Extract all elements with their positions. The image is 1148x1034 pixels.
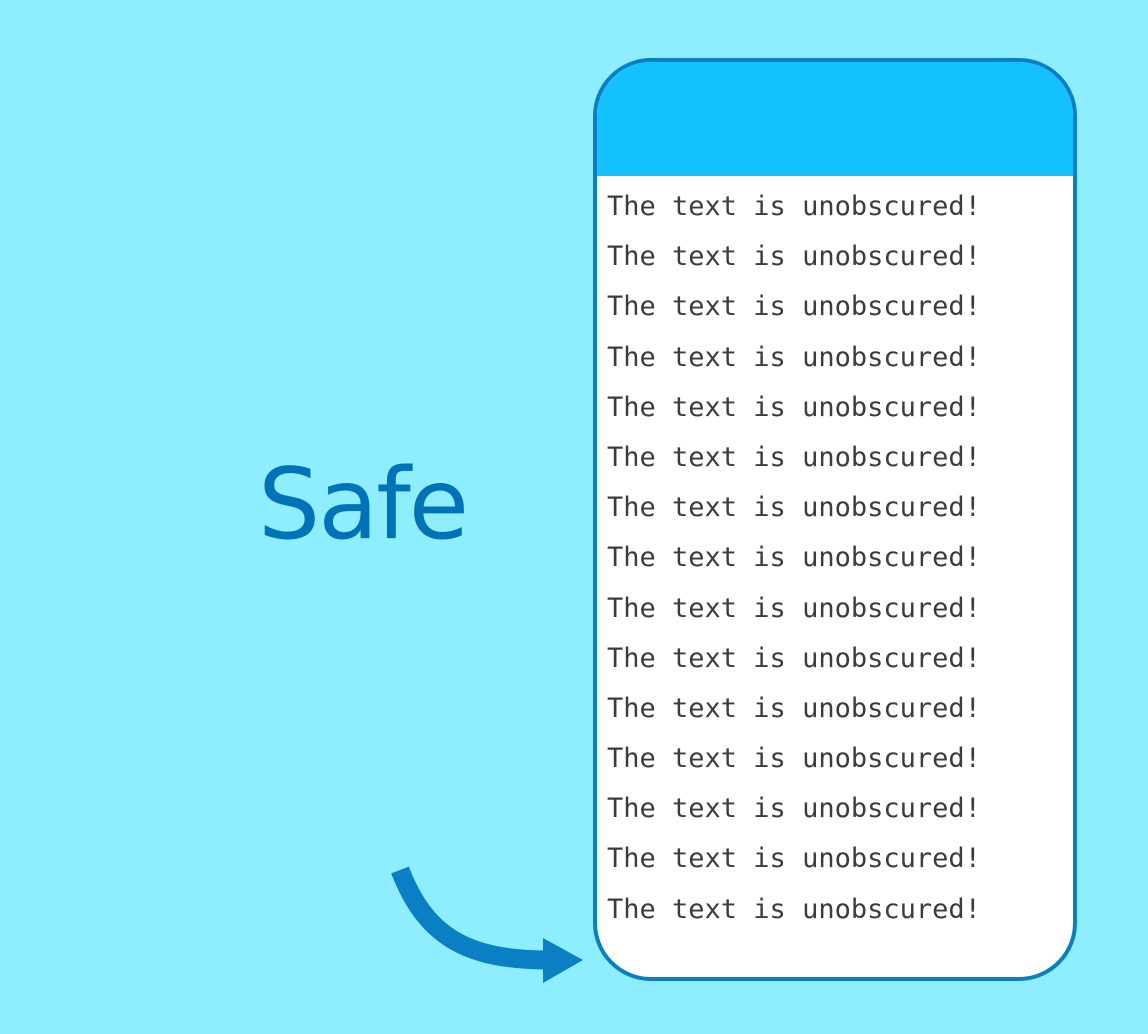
text-line: The text is unobscured! [607, 843, 981, 875]
text-line: The text is unobscured! [607, 391, 981, 423]
text-line: The text is unobscured! [607, 592, 981, 624]
text-line: The text is unobscured! [607, 291, 981, 323]
text-line: The text is unobscured! [607, 642, 981, 674]
curved-arrow-right-icon [391, 866, 583, 983]
text-line: The text is unobscured! [607, 692, 981, 724]
text-line: The text is unobscured! [607, 492, 981, 524]
text-line: The text is unobscured! [607, 341, 981, 373]
text-line: The text is unobscured! [607, 191, 981, 222]
text-line: The text is unobscured! [607, 441, 981, 473]
phone-frame: The text is unobscured! The text is unob… [593, 58, 1077, 981]
app-bar [597, 62, 1073, 176]
text-line: The text is unobscured! [607, 743, 981, 775]
text-line: The text is unobscured! [607, 241, 981, 273]
text-list: The text is unobscured! The text is unob… [607, 182, 1073, 935]
text-line: The text is unobscured! [607, 893, 981, 925]
text-line: The text is unobscured! [607, 542, 981, 574]
safe-label: Safe [258, 448, 469, 562]
text-line: The text is unobscured! [607, 793, 981, 825]
